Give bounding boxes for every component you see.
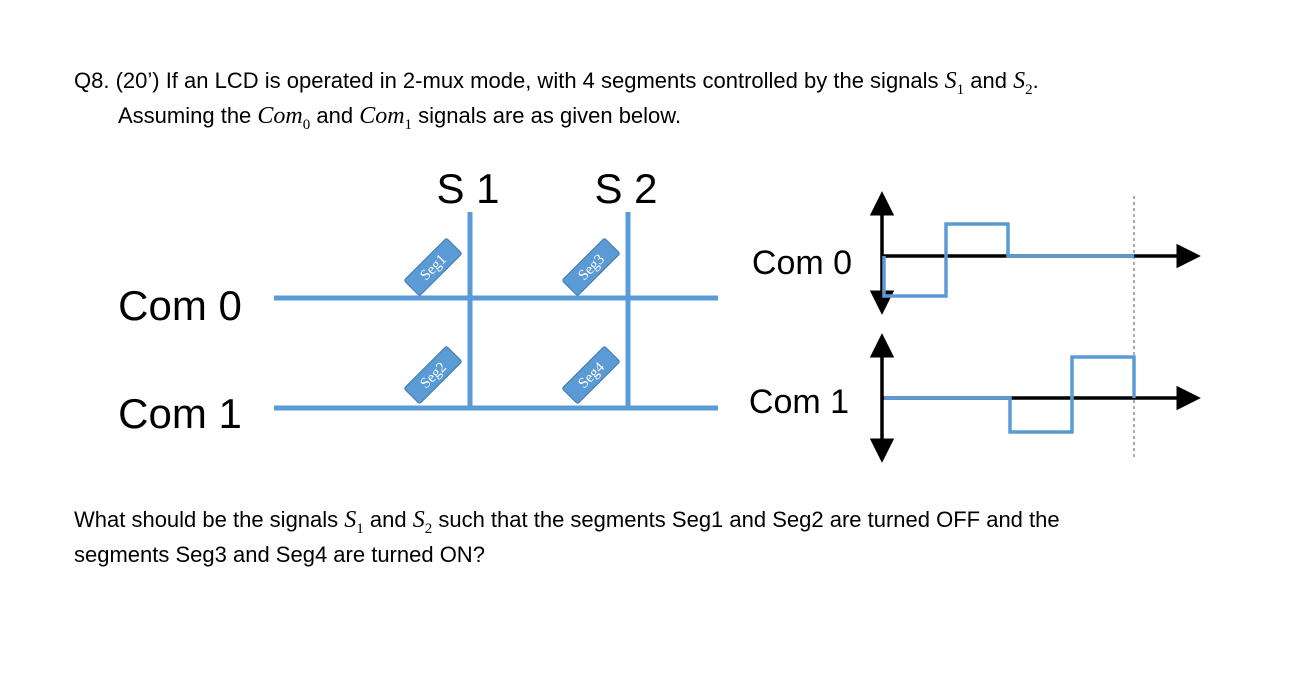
segment-seg4: Seg4: [562, 346, 620, 404]
com0-axes: [869, 191, 1201, 315]
question-text: Q8. (20’) If an LCD is operated in 2-mux…: [74, 68, 945, 93]
prompt-line-1: What should be the signals S1 and S2 suc…: [74, 507, 1060, 537]
segment-seg1: Seg1: [404, 238, 462, 296]
row-label-com1: Com 1: [118, 390, 242, 437]
segment-seg3: Seg3: [562, 238, 620, 296]
prompt-signal-s2: S2: [412, 507, 433, 537]
com1-waveform: [884, 355, 1136, 434]
wave-label-com1: Com 1: [749, 383, 849, 421]
signal-com0: Com0: [257, 103, 311, 133]
row-label-com0: Com 0: [118, 282, 242, 329]
signal-com1: Com1: [359, 103, 413, 133]
col-label-s1: S 1: [436, 165, 499, 212]
signal-s1: S1: [944, 68, 965, 98]
question-line-1: Q8. (20’) If an LCD is operated in 2-mux…: [74, 68, 1039, 98]
electrode-grid: [274, 212, 718, 411]
signal-s2: S2: [1013, 68, 1033, 98]
col-label-s2: S 2: [594, 165, 657, 212]
com0-waveform: [882, 222, 1134, 298]
prompt-signal-s1: S1: [344, 507, 364, 537]
wave-label-com0: Com 0: [752, 244, 852, 282]
prompt-line-2: segments Seg3 and Seg4 are turned ON?: [74, 542, 485, 567]
segment-seg2: Seg2: [404, 346, 462, 404]
question-line-2: Assuming the Com0 and Com1 signals are a…: [118, 103, 682, 133]
question-and: and: [964, 68, 1014, 93]
